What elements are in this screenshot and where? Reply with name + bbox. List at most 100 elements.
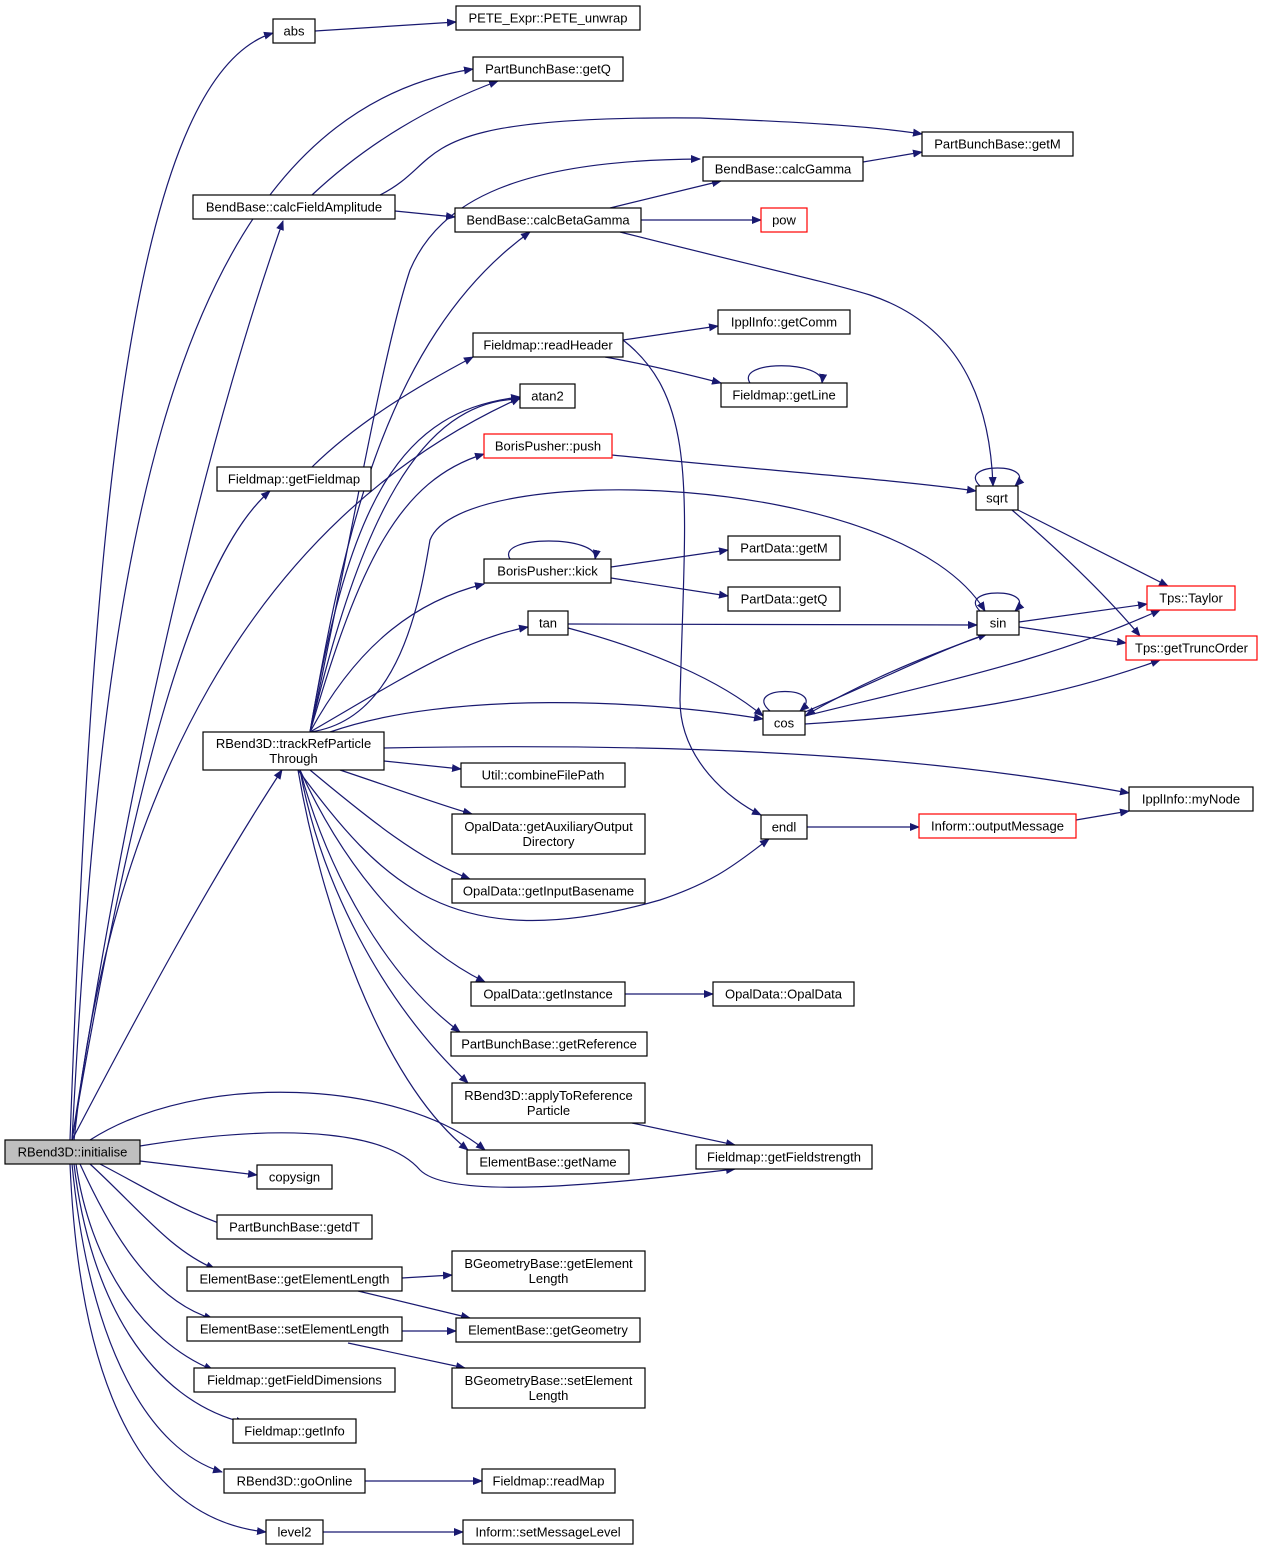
node-setEL[interactable]: ElementBase::setElementLength	[186, 1316, 403, 1342]
node-box	[1146, 585, 1236, 611]
node-cos[interactable]: cos	[762, 710, 806, 736]
edge-getEL-getGeom	[357, 1290, 471, 1320]
node-getInst[interactable]: OpalData::getInstance	[470, 981, 626, 1007]
node-box	[1125, 635, 1258, 661]
edge-track-endl	[297, 769, 770, 922]
node-setML[interactable]: Inform::setMessageLevel	[462, 1519, 634, 1545]
node-box	[451, 1250, 646, 1292]
node-getdT[interactable]: PartBunchBase::getdT	[216, 1214, 373, 1240]
edge-track-calcGamma	[309, 155, 701, 733]
edge-track-getRef	[299, 769, 461, 1033]
node-label: RBend3D::applyToReference	[464, 1088, 632, 1103]
node-bgSetEL[interactable]: BGeometryBase::setElementLength	[451, 1367, 646, 1409]
node-endl[interactable]: endl	[760, 814, 808, 840]
node-getRef[interactable]: PartBunchBase::getReference	[450, 1031, 648, 1057]
node-box	[481, 1468, 616, 1494]
node-root[interactable]: RBend3D::initialise	[4, 1139, 141, 1165]
node-combine[interactable]: Util::combineFilePath	[460, 762, 626, 788]
node-getFieldmap[interactable]: Fieldmap::getFieldmap	[216, 466, 372, 492]
node-label: Fieldmap::getFieldDimensions	[207, 1373, 382, 1388]
node-box	[975, 485, 1019, 511]
node-getFD[interactable]: Fieldmap::getFieldDimensions	[193, 1367, 396, 1393]
node-calcFA[interactable]: BendBase::calcFieldAmplitude	[192, 194, 396, 220]
edge-calcFA-getQ	[311, 80, 499, 196]
node-calcGamma[interactable]: BendBase::calcGamma	[702, 156, 864, 182]
node-label: Fieldmap::getInfo	[244, 1424, 344, 1439]
node-label: atan2	[531, 389, 564, 404]
node-opalData[interactable]: OpalData::OpalData	[712, 981, 855, 1007]
edge-root-getName	[89, 1091, 486, 1151]
node-label: RBend3D::initialise	[18, 1145, 128, 1160]
node-push[interactable]: BorisPusher::push	[483, 433, 613, 459]
node-box	[1128, 786, 1254, 812]
node-label: BorisPusher::push	[495, 439, 601, 454]
edge-root-abs	[69, 31, 274, 1141]
node-box	[727, 586, 841, 612]
node-readHeader[interactable]: Fieldmap::readHeader	[472, 332, 624, 358]
edge-getLine-self	[747, 365, 828, 384]
edge-track-applyRef	[299, 769, 469, 1084]
node-outMsg[interactable]: Inform::outputMessage	[918, 813, 1077, 839]
edge-calcGamma-getM	[862, 149, 923, 163]
node-readMap[interactable]: Fieldmap::readMap	[481, 1468, 616, 1494]
edge-getEL-bgGetEL	[401, 1271, 453, 1280]
node-label: Fieldmap::getLine	[732, 388, 835, 403]
edge-track-atan2b	[309, 395, 521, 733]
node-label: BGeometryBase::getElement	[464, 1256, 633, 1271]
node-box	[451, 813, 646, 855]
node-box	[466, 1149, 630, 1175]
node-pdGetM[interactable]: PartData::getM	[727, 535, 841, 561]
node-pete[interactable]: PETE_Expr::PETE_unwrap	[455, 5, 641, 31]
node-bgGetEL[interactable]: BGeometryBase::getElementLength	[451, 1250, 646, 1292]
node-getName[interactable]: ElementBase::getName	[466, 1149, 630, 1175]
node-getQ[interactable]: PartBunchBase::getQ	[472, 56, 624, 82]
node-box	[192, 194, 396, 220]
node-label: PartData::getQ	[741, 592, 828, 607]
node-getFS[interactable]: Fieldmap::getFieldstrength	[695, 1144, 873, 1170]
node-abs[interactable]: abs	[272, 18, 316, 44]
node-inBase[interactable]: OpalData::getInputBasename	[451, 878, 646, 904]
node-label: BendBase::calcGamma	[715, 162, 852, 177]
node-label: PETE_Expr::PETE_unwrap	[469, 11, 628, 26]
node-box	[455, 1317, 641, 1343]
node-label: Particle	[527, 1103, 570, 1118]
edge-cos-trunc	[804, 659, 1161, 725]
node-atan2[interactable]: atan2	[519, 383, 576, 409]
node-tan[interactable]: tan	[527, 610, 569, 636]
node-label: endl	[772, 820, 797, 835]
node-getLine[interactable]: Fieldmap::getLine	[720, 382, 848, 408]
node-label: level2	[278, 1525, 312, 1540]
node-label: IpplInfo::getComm	[731, 315, 837, 330]
node-level2[interactable]: level2	[265, 1519, 324, 1545]
node-sin[interactable]: sin	[976, 610, 1020, 636]
node-sqrt[interactable]: sqrt	[975, 485, 1019, 511]
node-trunc[interactable]: Tps::getTruncOrder	[1125, 635, 1258, 661]
node-box	[695, 1144, 873, 1170]
node-pow[interactable]: pow	[760, 207, 808, 233]
node-myNode[interactable]: IpplInfo::myNode	[1128, 786, 1254, 812]
node-goOnline[interactable]: RBend3D::goOnline	[223, 1468, 366, 1494]
node-kick[interactable]: BorisPusher::kick	[483, 558, 612, 584]
node-pdGetQ[interactable]: PartData::getQ	[727, 586, 841, 612]
node-box	[470, 981, 626, 1007]
node-taylor[interactable]: Tps::Taylor	[1146, 585, 1236, 611]
node-getInfo[interactable]: Fieldmap::getInfo	[232, 1418, 357, 1444]
node-calcBG[interactable]: BendBase::calcBetaGamma	[454, 207, 642, 233]
node-getComm[interactable]: IpplInfo::getComm	[717, 309, 851, 335]
edge-root-level2	[69, 1163, 267, 1536]
node-getEL[interactable]: ElementBase::getElementLength	[186, 1266, 403, 1292]
edge-tan-cos	[567, 627, 764, 717]
edge-calcBG-sqrt	[619, 231, 997, 487]
edge-cos-taylor	[804, 609, 1161, 717]
node-getGeom[interactable]: ElementBase::getGeometry	[455, 1317, 641, 1343]
node-label: BGeometryBase::setElement	[465, 1373, 633, 1388]
edge-root-getFD	[75, 1163, 214, 1371]
edge-getFieldmap-readHeader	[311, 356, 474, 468]
node-copysign[interactable]: copysign	[256, 1164, 333, 1190]
node-label: Inform::outputMessage	[931, 819, 1064, 834]
edge-readHeader-endl	[622, 339, 762, 816]
node-getM[interactable]: PartBunchBase::getM	[921, 131, 1074, 157]
